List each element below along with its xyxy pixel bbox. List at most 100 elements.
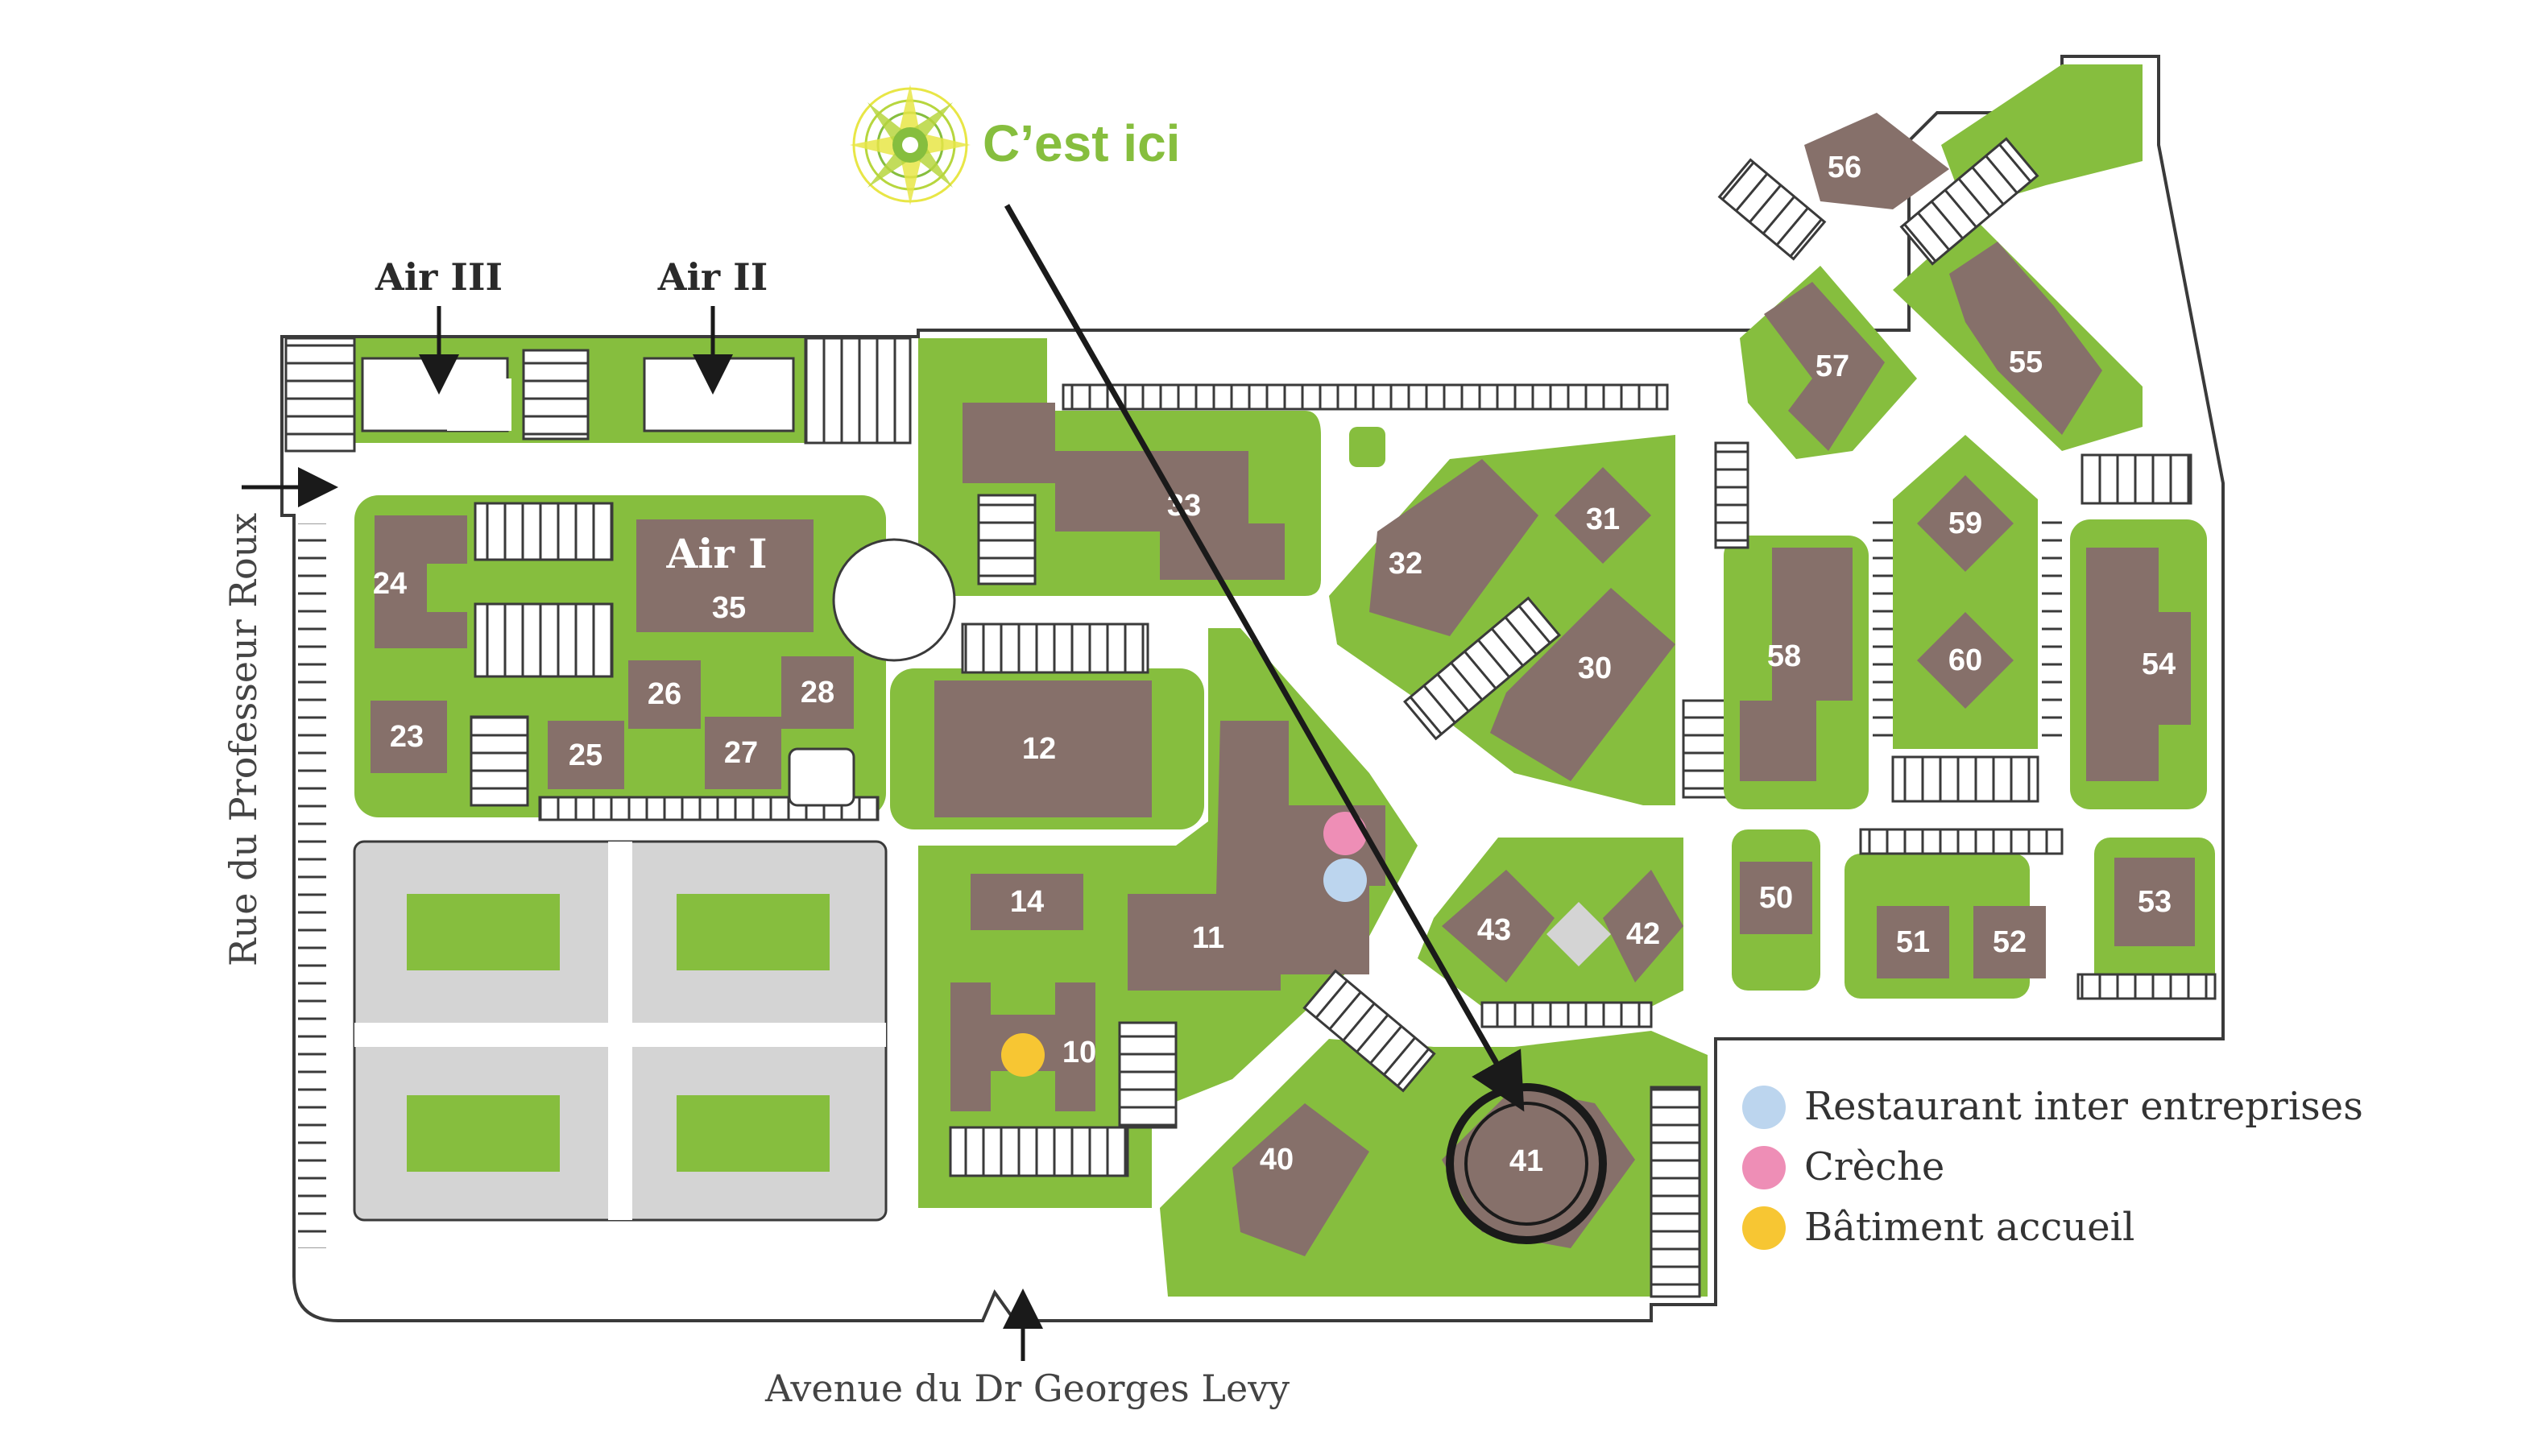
building-51 xyxy=(1877,906,1949,978)
west-parking-strip xyxy=(298,523,326,1248)
roundabout xyxy=(832,538,956,662)
building-56 xyxy=(1804,113,1949,209)
parking-51-top xyxy=(1859,828,2064,855)
building-59 xyxy=(1917,475,2014,572)
building-35 xyxy=(636,519,814,632)
legend-marker-accueil xyxy=(1742,1206,1786,1250)
parking-10-bottom xyxy=(949,1126,1129,1177)
creche-marker xyxy=(1323,812,1367,855)
building-56-label: 56 xyxy=(1828,151,1861,184)
cestici-arrow xyxy=(1004,204,1525,1112)
court-4 xyxy=(677,1095,830,1172)
building-30 xyxy=(1490,588,1675,781)
building-60 xyxy=(1917,612,2014,709)
legend-marker-creche xyxy=(1742,1146,1786,1189)
building-41-highlight-ring xyxy=(1446,1083,1607,1244)
building-28-label: 28 xyxy=(801,676,834,709)
parking-56-left xyxy=(1717,158,1827,261)
building-26-label: 26 xyxy=(648,677,681,711)
parking-53-bottom xyxy=(2076,973,2217,1000)
building-30-label: 30 xyxy=(1578,651,1612,685)
parking-56-right xyxy=(1899,137,2039,266)
building-59-label: 59 xyxy=(1948,507,1982,540)
air3-title: Air III xyxy=(375,255,503,299)
building-41-highlight-ring-inner xyxy=(1464,1102,1588,1226)
building-52-label: 52 xyxy=(1993,925,2027,959)
building-12 xyxy=(934,680,1152,817)
parking-33-top xyxy=(1062,383,1669,411)
building-11 xyxy=(1128,721,1385,991)
building-26 xyxy=(628,660,701,729)
cestici-label: C’est ici xyxy=(983,114,1180,172)
court-cross-h xyxy=(354,1023,886,1047)
building-57-label: 57 xyxy=(1816,350,1849,383)
parking-54-top xyxy=(2080,453,2192,505)
building-58-label: 58 xyxy=(1767,639,1801,673)
building-31 xyxy=(1555,467,1651,564)
air-parking-b xyxy=(804,337,912,445)
parking-58-left xyxy=(1714,441,1749,549)
building-53 xyxy=(2114,858,2195,946)
building-33 xyxy=(963,403,1285,580)
legend: Restaurant inter entreprises Crèche Bâti… xyxy=(1742,1084,2363,1250)
building-42-label: 42 xyxy=(1626,917,1660,951)
air1-inner-parking-b xyxy=(474,602,614,678)
small-planter xyxy=(1349,427,1385,467)
building-52 xyxy=(1973,906,2046,978)
building-42 xyxy=(1603,870,1683,982)
parking-30-diag xyxy=(1402,596,1562,741)
street-south-label: Avenue du Dr Georges Levy xyxy=(764,1367,1290,1410)
building-11-label: 11 xyxy=(1192,921,1224,955)
air1-title: Air I xyxy=(666,530,768,577)
building-50-label: 50 xyxy=(1759,881,1793,915)
air-parking-c xyxy=(284,337,356,453)
building-32-label: 32 xyxy=(1389,547,1422,581)
building-25 xyxy=(548,721,624,789)
building-40-label: 40 xyxy=(1260,1143,1294,1177)
street-west-label: Rue du Professeur Roux xyxy=(222,513,265,966)
building-32 xyxy=(1369,459,1538,636)
zone-43-plaza xyxy=(1546,902,1611,966)
building-31-label: 31 xyxy=(1586,503,1620,536)
air2-title: Air II xyxy=(657,255,768,299)
parking-33-left xyxy=(977,494,1037,585)
parking-40-diag xyxy=(1302,969,1436,1093)
building-43-label: 43 xyxy=(1477,913,1511,947)
legend-label-creche: Crèche xyxy=(1804,1144,1944,1189)
building-57 xyxy=(1764,282,1885,451)
legend-label-restaurant: Restaurant inter entreprises xyxy=(1804,1084,2363,1129)
building-54 xyxy=(2086,548,2191,781)
building-43 xyxy=(1442,870,1555,982)
air2-building xyxy=(643,357,795,432)
building-41-label: 41 xyxy=(1509,1144,1543,1178)
court-1 xyxy=(407,894,560,970)
building-24 xyxy=(375,515,467,648)
building-27-label: 27 xyxy=(724,736,758,770)
building-14-label: 14 xyxy=(1010,885,1044,919)
sunburst-logo-icon xyxy=(850,85,971,205)
parking-59-left xyxy=(1873,515,1893,749)
parking-41-right xyxy=(1650,1086,1701,1298)
parking-12-top xyxy=(961,623,1149,674)
building-54-label: 54 xyxy=(2142,647,2176,681)
building-27 xyxy=(705,717,781,789)
building-24-label: 24 xyxy=(373,567,407,601)
building-50 xyxy=(1740,862,1812,934)
air1-inner-parking-d xyxy=(470,715,529,807)
accueil-marker xyxy=(1001,1033,1045,1077)
parking-43-bottom xyxy=(1480,1001,1653,1028)
building-58 xyxy=(1740,548,1853,781)
building-28 xyxy=(781,656,854,729)
building-23 xyxy=(371,701,447,773)
building-53-label: 53 xyxy=(2138,885,2172,919)
building-10-label: 10 xyxy=(1062,1036,1096,1069)
building-60-label: 60 xyxy=(1948,643,1982,677)
building-35-label: 35 xyxy=(712,591,746,625)
parking-59-bottom xyxy=(1891,755,2039,803)
building-25-label: 25 xyxy=(569,738,602,772)
parking-59-right xyxy=(2042,515,2062,749)
legend-label-accueil: Bâtiment accueil xyxy=(1804,1205,2134,1250)
building-14 xyxy=(971,874,1083,930)
building-51-label: 51 xyxy=(1896,925,1930,959)
